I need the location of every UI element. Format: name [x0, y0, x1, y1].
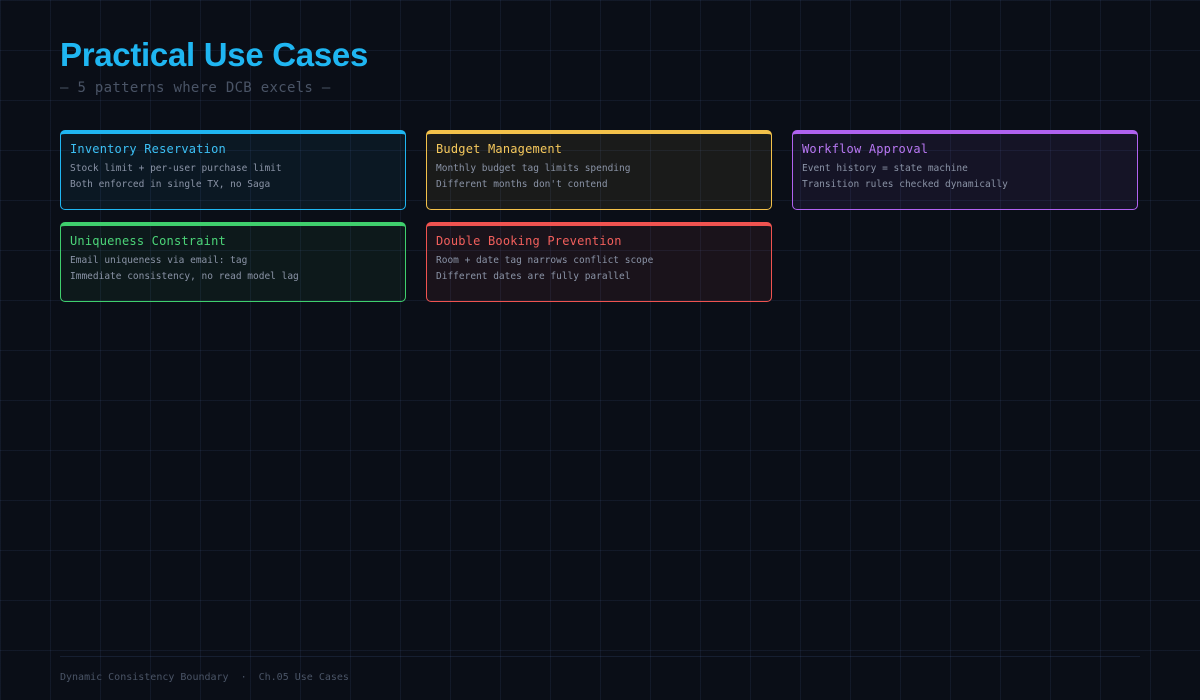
footer-deck-title: Dynamic Consistency Boundary	[60, 672, 229, 683]
card-line: Different months don't contend	[436, 179, 608, 190]
card-double-booking-prevention: Double Booking Prevention Room + date ta…	[426, 222, 772, 302]
card-line: Transition rules checked dynamically	[802, 179, 1008, 190]
card-budget-management: Budget Management Monthly budget tag lim…	[426, 130, 772, 210]
footer-separator: ·	[240, 672, 247, 683]
card-inventory-reservation: Inventory Reservation Stock limit + per-…	[60, 130, 406, 210]
page-subtitle: — 5 patterns where DCB excels —	[60, 80, 331, 96]
card-uniqueness-constraint: Uniqueness Constraint Email uniqueness v…	[60, 222, 406, 302]
card-title: Double Booking Prevention	[436, 234, 622, 248]
footer: Dynamic Consistency Boundary · Ch.05 Use C…	[60, 672, 349, 683]
card-title: Workflow Approval	[802, 142, 929, 156]
page-title: Practical Use Cases	[60, 36, 369, 73]
card-line: Email uniqueness via email: tag	[70, 255, 248, 266]
card-title: Uniqueness Constraint	[70, 234, 226, 248]
card-line: Event history = state machine	[802, 163, 968, 174]
footer-divider	[60, 656, 1140, 657]
card-title: Inventory Reservation	[70, 142, 226, 156]
card-title: Budget Management	[436, 142, 563, 156]
card-line: Different dates are fully parallel	[436, 271, 631, 282]
card-line: Stock limit + per-user purchase limit	[70, 163, 282, 174]
footer-chapter: Ch.05 Use Cases	[258, 672, 349, 683]
card-line: Room + date tag narrows conflict scope	[436, 255, 654, 266]
card-line: Monthly budget tag limits spending	[436, 163, 631, 174]
card-line: Both enforced in single TX, no Saga	[70, 179, 271, 190]
card-line: Immediate consistency, no read model lag	[70, 271, 299, 282]
card-workflow-approval: Workflow Approval Event history = state …	[792, 130, 1138, 210]
